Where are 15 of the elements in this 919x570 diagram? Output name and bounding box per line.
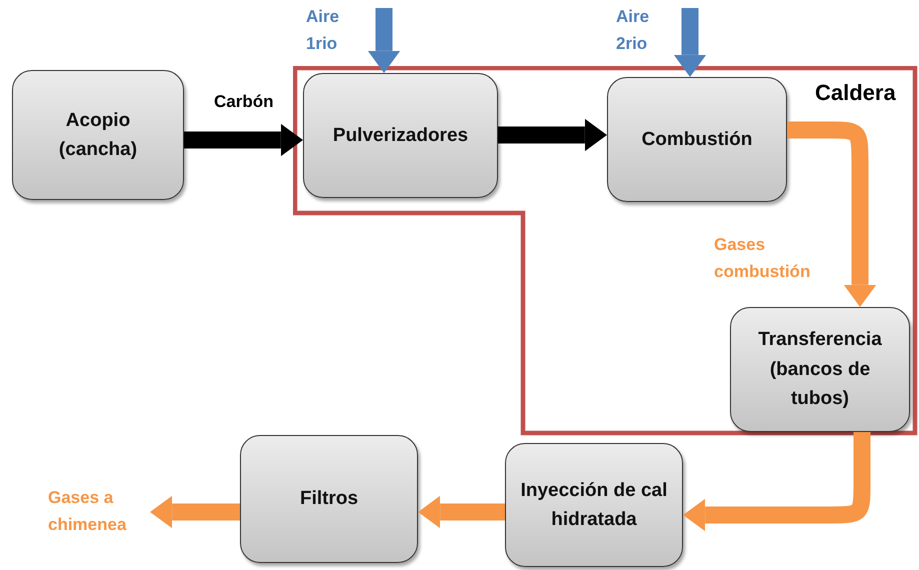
block-arrow — [683, 432, 870, 532]
block-arrow — [786, 122, 876, 307]
process-box: Pulverizadores — [303, 73, 498, 198]
process-box: Transferencia (bancos de tubos) — [730, 307, 910, 432]
block-arrow — [418, 496, 505, 528]
process-box: Inyección de cal hidratada — [505, 443, 683, 567]
block-arrow — [368, 8, 400, 73]
region-title: Caldera — [815, 80, 896, 106]
block-arrow — [674, 8, 706, 77]
process-box: Combustión — [607, 77, 787, 202]
process-box: Acopio (cancha) — [12, 70, 184, 200]
process-box: Filtros — [240, 435, 418, 563]
block-arrow — [184, 124, 303, 156]
block-arrow — [150, 496, 240, 528]
block-arrow — [498, 118, 607, 152]
